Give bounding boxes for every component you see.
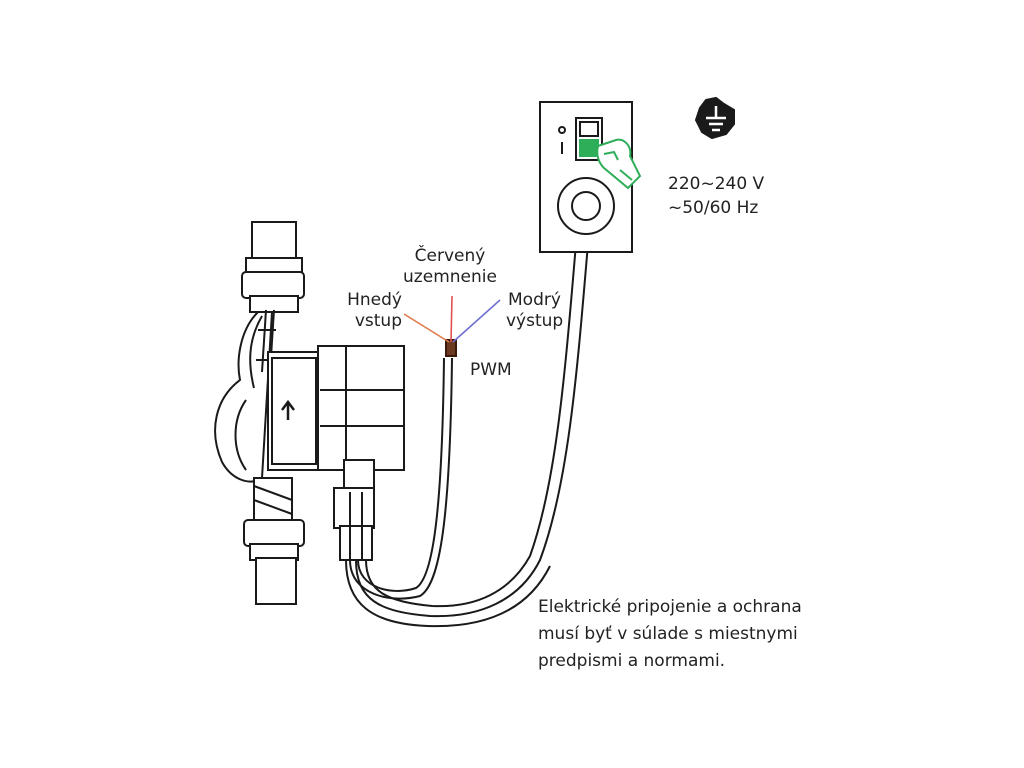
blue-wire-label-line1: Modrý xyxy=(508,290,561,310)
red-wire xyxy=(450,295,453,343)
safety-note-line3: predpismi a normami. xyxy=(538,651,726,671)
voltage-label: 220~240 V xyxy=(668,174,765,194)
hand-pointer-icon xyxy=(596,138,642,190)
brown-wire-label-line2: vstup xyxy=(354,311,402,331)
safety-note-line1: Elektrické pripojenie a ochrana xyxy=(538,597,802,617)
blue-wire-label-line2: výstup xyxy=(506,311,564,331)
earth-ground-symbol-icon xyxy=(694,96,735,140)
brown-wire-label: Hnedý vstup xyxy=(330,290,402,332)
power-rating: 220~240 V ~50/60 Hz xyxy=(668,172,764,220)
frequency-label: ~50/60 Hz xyxy=(668,198,759,218)
red-wire-label: Červený uzemnenie xyxy=(392,246,508,288)
pump-icon xyxy=(214,221,405,605)
safety-note: Elektrické pripojenie a ochrana musí byť… xyxy=(538,594,838,675)
flow-direction-arrow-icon xyxy=(281,399,295,420)
signal-cable xyxy=(349,357,453,600)
red-wire-label-line2: uzemnenie xyxy=(403,267,497,287)
brown-wire-label-line1: Hnedý xyxy=(347,290,402,310)
blue-wire-label: Modrý výstup xyxy=(506,290,563,332)
blue-wire xyxy=(452,299,501,343)
brown-wire xyxy=(403,313,450,343)
pwm-label: PWM xyxy=(470,360,512,380)
red-wire-label-line1: Červený xyxy=(414,246,486,266)
safety-note-line2: musí byť v súlade s miestnymi xyxy=(538,624,798,644)
